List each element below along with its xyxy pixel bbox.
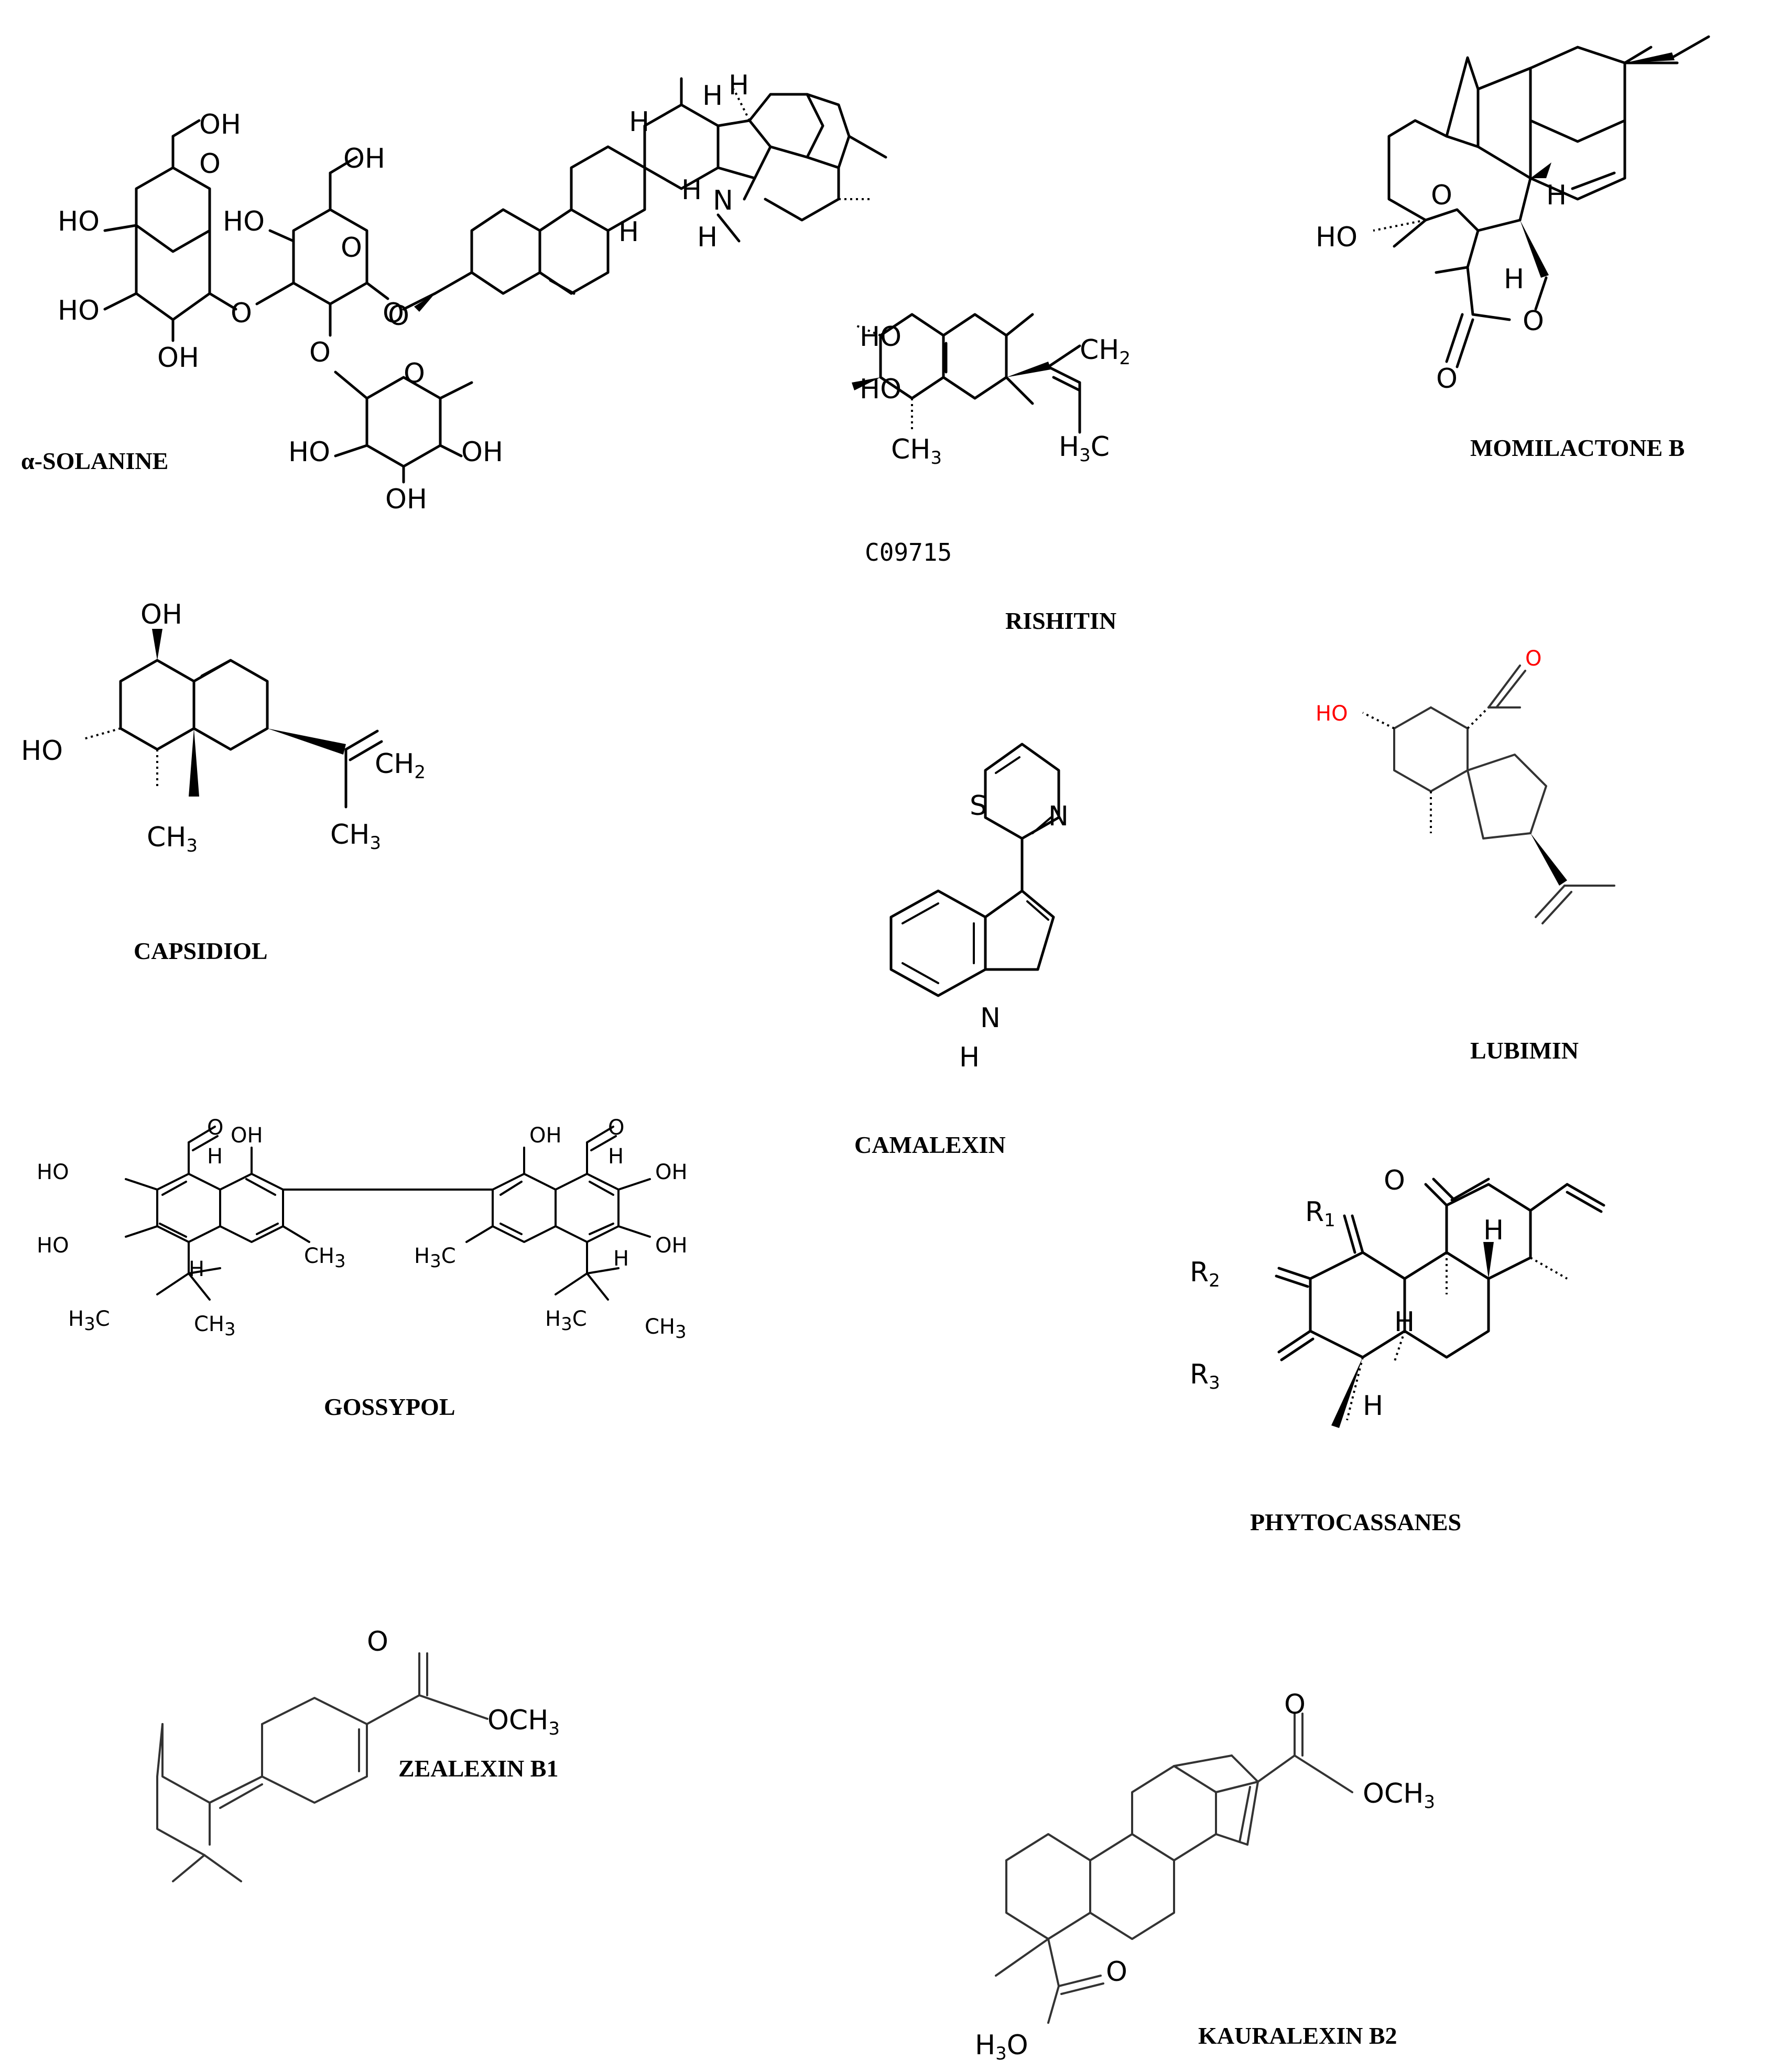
label-lubimin: LUBIMIN [1470,1037,1579,1064]
atom-H3C: H3O [975,2030,1028,2064]
zealexin-b1-structure: O OCH3 [156,1626,560,1882]
atom-H: H [729,70,749,101]
atom-CH3: CH3 [891,434,942,468]
atom-OH: OH [461,437,503,468]
atom-CH2: CH2 [1080,334,1131,369]
atom-H3C: H3C [1059,431,1110,466]
lubimin-structure: HO O [1316,647,1615,924]
atom-H: H [959,1042,980,1073]
atom-HO: HO [223,206,265,237]
atom-O: O [404,358,425,389]
label-phytocassanes: PHYTOCASSANES [1250,1509,1461,1535]
atom-HO: HO [58,206,100,237]
atom-H3C: H3C [68,1307,110,1335]
atom-OCH3: OCH3 [487,1705,560,1739]
atom-OH: OH [140,599,182,630]
kauralexin-b2-structure: O OCH3 O H3O [975,1689,1435,2064]
atom-O: O [367,1626,388,1658]
label-alpha-solanine: α-SOLANINE [21,448,168,474]
rishitin-structure: HO HO CH3 CH2 H3C [852,313,1131,468]
atom-HO: HO [21,735,63,767]
atom-H: H [613,1247,629,1271]
atom-H: H [1483,1215,1504,1246]
atom-HO: HO [288,437,330,468]
atom-O: O [1436,363,1458,395]
atom-OCH3: OCH3 [1363,1778,1435,1813]
atom-H: H [702,80,723,112]
atom-O: O [608,1116,624,1140]
camalexin-structure: N H S N [889,743,1069,1073]
atom-H: H [1546,180,1567,211]
atom-O: O [1525,647,1541,671]
atom-H3C: H3C [545,1307,587,1335]
atom-CH3: CH3 [147,822,198,856]
atom-S: S [970,790,987,822]
atom-HO: HO [860,374,902,405]
atom-CH2: CH2 [375,748,426,783]
atom-OH: OH [343,143,385,175]
atom-HO: HO [1316,702,1348,726]
rishitin-code: C09715 [865,538,952,566]
atom-OH: OH [655,1160,688,1184]
atom-HO: HO [37,1234,69,1258]
atom-CH3: CH3 [194,1312,236,1340]
capsidiol-structure: OH HO CH3 CH2 CH3 [21,599,426,856]
atom-CH3: CH3 [330,819,381,854]
atom-OH: OH [385,484,427,515]
atom-O: O [309,337,331,368]
alpha-solanine-structure: O OH HO HO OH O OH HO O O O O HO OH OH [58,70,887,515]
atom-N: N [713,185,733,216]
atom-O: O [383,298,404,329]
label-zealexin-b1: ZEALEXIN B1 [398,1755,558,1782]
label-gossypol: GOSSYPOL [324,1393,455,1420]
atom-O: O [1284,1689,1306,1720]
atom-CH3: CH3 [304,1244,346,1272]
atom-R2: R2 [1190,1257,1220,1291]
atom-O: O [1431,180,1452,211]
atom-HO: HO [37,1160,69,1184]
atom-O: O [199,148,221,180]
atom-R1: R1 [1305,1196,1335,1231]
atom-O: O [388,300,409,332]
atom-O: O [1384,1165,1405,1196]
label-momilactone-b: MOMILACTONE B [1470,434,1685,461]
atom-H: H [1504,264,1524,295]
atom-H: H [207,1144,223,1169]
atom-H3C: H3C [414,1244,456,1272]
gossypol-structure: O H OH HO HO CH3 H3C CH3 H OH O H OH [37,1116,688,1343]
atom-HO: HO [860,321,902,353]
atom-N: N [1048,801,1069,832]
atom-O: O [207,1116,223,1140]
atom-H: H [1363,1390,1383,1422]
atom-H: H [618,216,639,248]
label-rishitin: RISHITIN [1005,607,1116,634]
atom-H: H [608,1144,624,1169]
momilactone-b-structure: HO O H O O H [1316,35,1710,395]
atom-O: O [341,232,362,264]
label-kauralexin-b2: KAURALEXIN B2 [1198,2022,1397,2049]
atom-H: H [629,106,649,138]
label-camalexin: CAMALEXIN [854,1131,1006,1158]
atom-H: H [681,175,702,206]
label-capsidiol: CAPSIDIOL [134,938,268,964]
atom-H: H [189,1257,204,1281]
atom-HO: HO [58,295,100,326]
atom-OH: OH [655,1234,688,1258]
atom-OH: OH [529,1124,562,1148]
atom-N: N [980,1002,1001,1034]
atom-OH: OH [231,1124,263,1148]
atom-OH: OH [199,109,241,140]
phytocassanes-structure: O H H H R1 R2 R3 [1190,1165,1605,1428]
atom-HO: HO [1316,222,1357,253]
atom-OH: OH [157,342,199,374]
atom-O: O [1523,306,1544,337]
atom-H: H [697,222,718,253]
atom-R3: R3 [1190,1359,1220,1393]
atom-CH3: CH3 [645,1315,687,1343]
atom-O: O [231,298,252,329]
atom-O: O [1106,1956,1127,1988]
